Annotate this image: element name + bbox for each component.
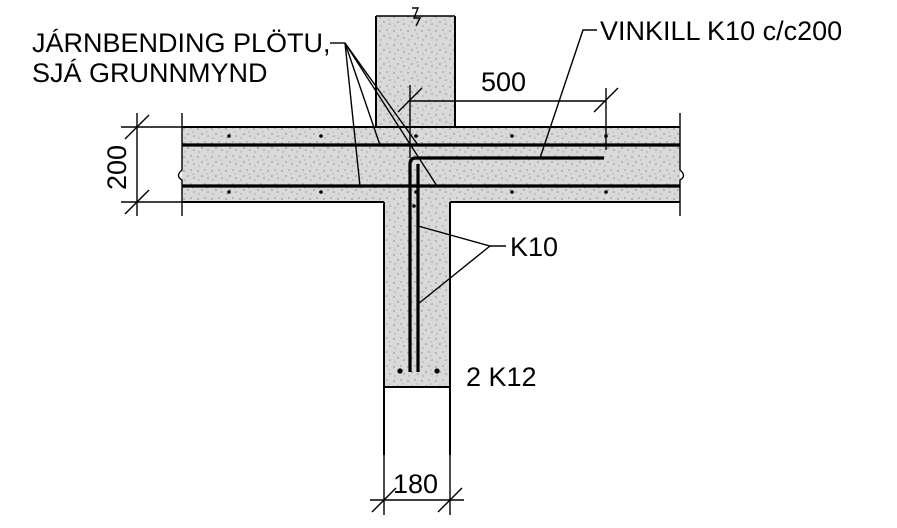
anchorage-dimension bbox=[397, 85, 619, 158]
slab-rebar-label-line1: JÁRNBENDING PLÖTU, bbox=[32, 28, 331, 58]
wall-thickness-dimension-value: 180 bbox=[393, 469, 438, 499]
bottom-bars-label: 2 K12 bbox=[466, 362, 537, 392]
slab-rebar-label-line2: SJÁ GRUNNMYND bbox=[32, 58, 268, 88]
angle-bar-leader bbox=[539, 29, 597, 159]
angle-bar-label: VINKILL K10 c/c200 bbox=[600, 16, 842, 46]
wall-bars-label: K10 bbox=[510, 232, 558, 262]
slab-right-break bbox=[679, 113, 685, 216]
bottom-bar-left bbox=[397, 368, 403, 374]
bottom-bar-right bbox=[434, 368, 440, 374]
slab-left-break bbox=[177, 113, 183, 216]
slab-concrete bbox=[182, 127, 680, 202]
anchorage-dimension-value: 500 bbox=[481, 67, 526, 97]
upper-wall-concrete bbox=[376, 16, 455, 127]
slab-distribution-bars bbox=[227, 134, 608, 208]
slab-rebar-leaders bbox=[330, 42, 438, 187]
wall-bar-leaders bbox=[417, 225, 506, 305]
upper-wall-break-mark bbox=[412, 7, 422, 27]
angle-bar-rebar bbox=[408, 156, 604, 372]
slab-thickness-dimension bbox=[121, 113, 182, 216]
wall-thickness-dimension bbox=[370, 455, 464, 515]
slab-thickness-dimension-value: 200 bbox=[102, 145, 132, 190]
